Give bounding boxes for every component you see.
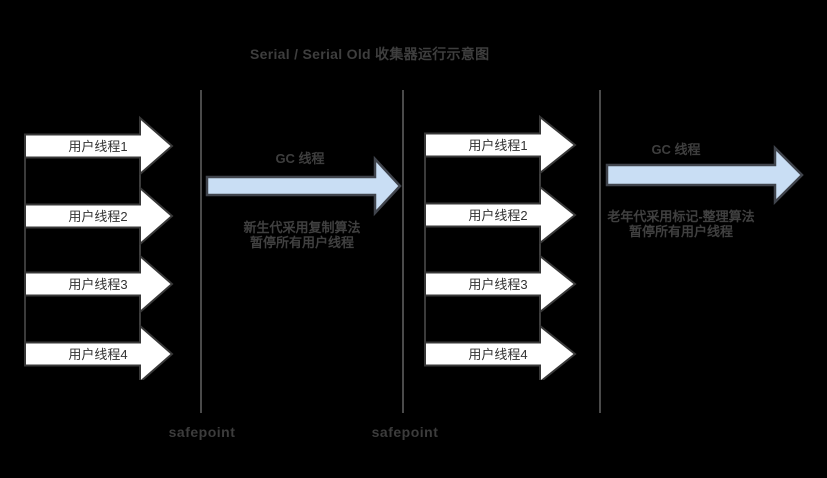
safepoint-line-1	[200, 90, 202, 413]
thread-label: 用户线程4	[468, 347, 527, 362]
safepoint-label-1: safepoint	[168, 424, 236, 440]
thread-label: 用户线程1	[68, 139, 127, 154]
user-thread-arrow	[424, 184, 577, 246]
gc-desc-old: 老年代采用标记-整理算法 暂停所有用户线程	[596, 209, 766, 239]
safepoint-line-3	[599, 90, 601, 413]
gc-desc-minor: 新生代采用复制算法 暂停所有用户线程	[217, 220, 387, 250]
diagram-title: Serial / Serial Old 收集器运行示意图	[250, 46, 490, 62]
thread-column-connector	[24, 145, 141, 355]
gc-desc-line: 暂停所有用户线程	[249, 235, 354, 250]
user-thread-column-left: 用户线程1 用户线程2 用户线程3 用户线程4	[24, 115, 174, 380]
gc-thread-label-minor: GC 线程	[275, 151, 325, 166]
thread-column-connector	[424, 144, 541, 355]
gc-arrow-old	[605, 145, 804, 205]
thread-label: 用户线程4	[68, 347, 127, 362]
thread-label: 用户线程3	[468, 277, 527, 292]
gc-desc-line: 老年代采用标记-整理算法	[607, 209, 755, 224]
user-thread-arrow	[424, 253, 577, 315]
thread-label: 用户线程1	[468, 138, 527, 153]
user-thread-arrow	[24, 323, 174, 380]
user-thread-arrow	[424, 323, 577, 380]
gc-arrow-minor	[205, 155, 402, 217]
thread-label: 用户线程3	[68, 277, 127, 292]
gc-thread-label-old: GC 线程	[651, 142, 701, 157]
thread-label: 用户线程2	[68, 209, 127, 224]
gc-arrow-shape	[205, 155, 402, 217]
safepoint-line-2	[402, 90, 404, 413]
safepoint-label-2: safepoint	[371, 424, 439, 440]
user-thread-column-middle: 用户线程1 用户线程2 用户线程3 用户线程4	[424, 114, 577, 380]
gc-desc-line: 暂停所有用户线程	[628, 224, 733, 239]
thread-label: 用户线程2	[468, 208, 527, 223]
gc-arrow-shape	[605, 145, 804, 205]
user-thread-arrow	[24, 115, 174, 177]
user-thread-arrow	[24, 253, 174, 315]
user-thread-arrow	[24, 185, 174, 247]
gc-desc-line: 新生代采用复制算法	[243, 220, 361, 235]
user-thread-arrow	[424, 114, 577, 176]
